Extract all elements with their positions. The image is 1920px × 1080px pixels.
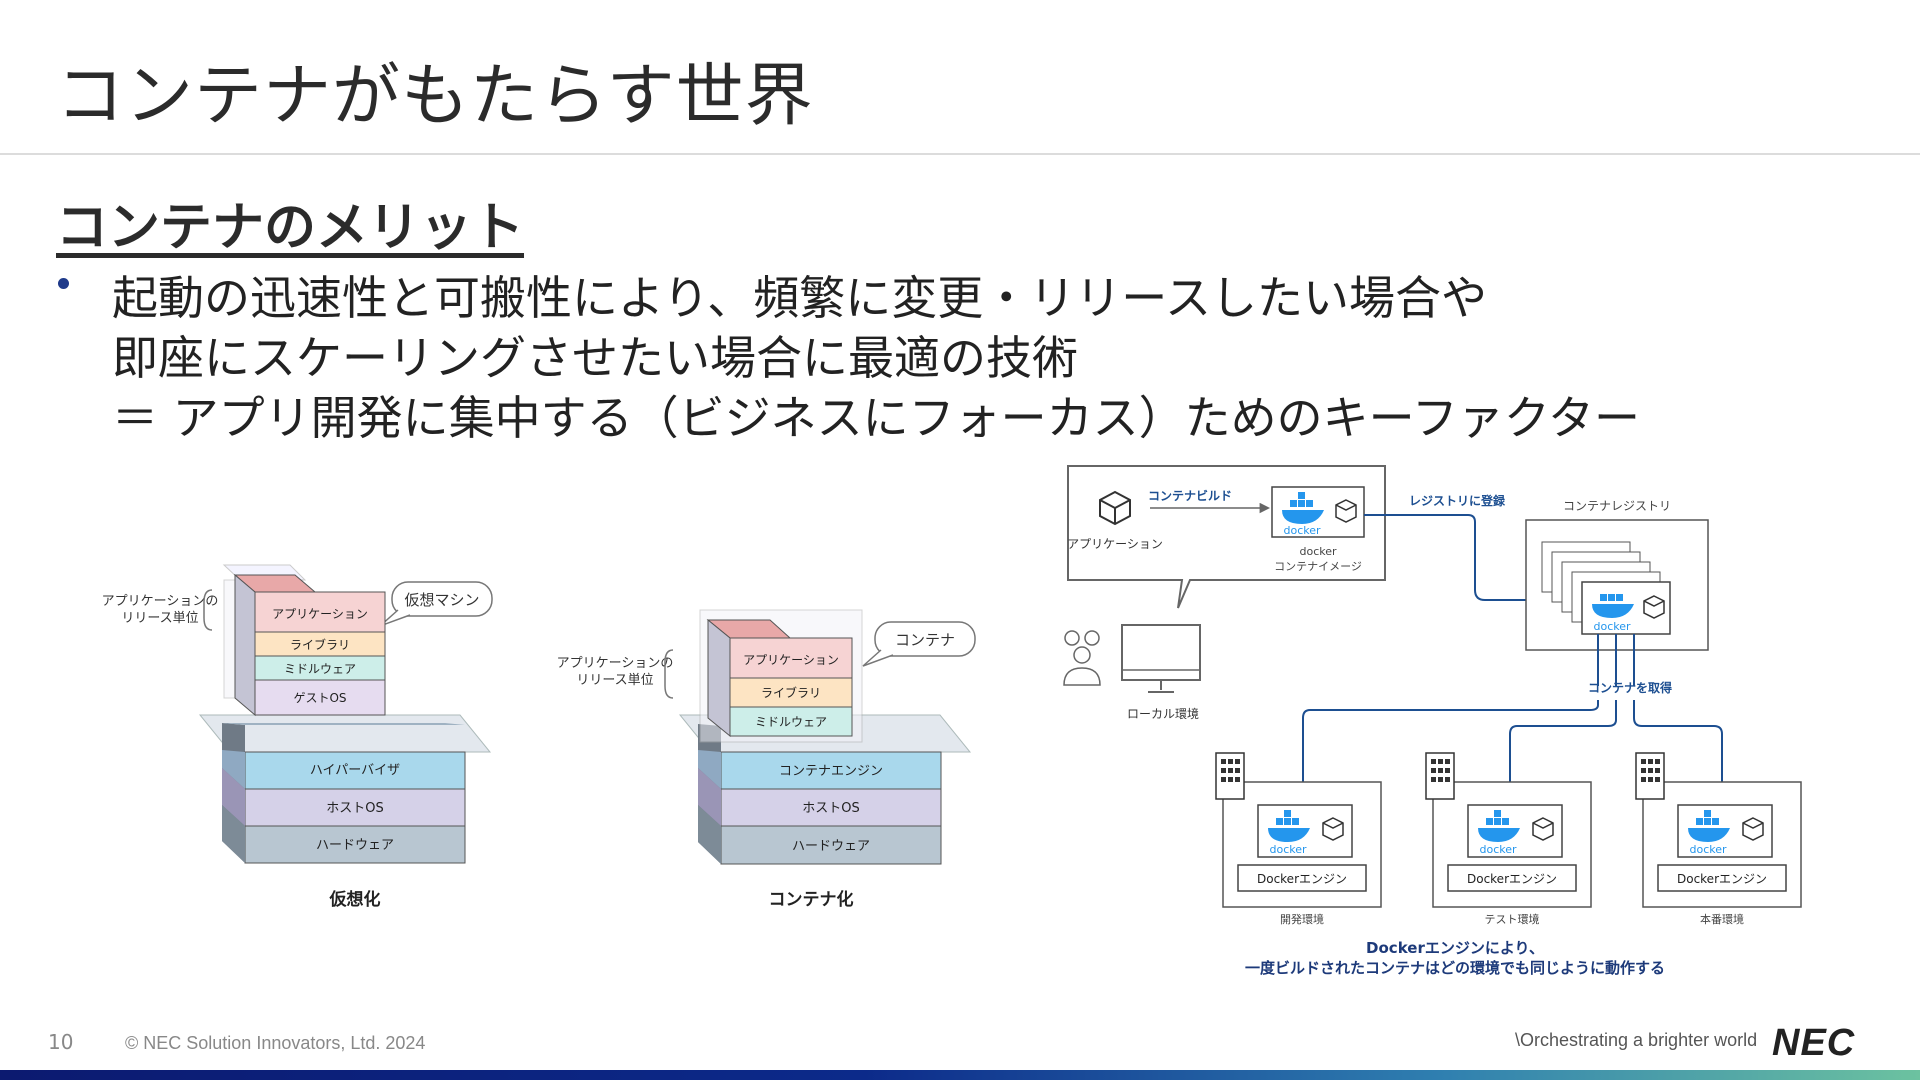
registry-docker-whale-icon <box>1592 594 1634 618</box>
vm-callout-text: 仮想マシン <box>404 591 479 609</box>
vm-mw-label: ミドルウェア <box>284 662 356 676</box>
register-arrow <box>1364 514 1580 607</box>
users-icon <box>1063 630 1101 686</box>
page-number: 10 <box>48 1030 74 1054</box>
ct-layer-lib <box>729 677 853 708</box>
vm-stack-side <box>234 573 256 717</box>
ct-callout-text: コンテナ <box>895 631 955 649</box>
pull-label: コンテナを取得 <box>1588 680 1672 695</box>
nec-logo: NEC <box>1772 1022 1856 1064</box>
ct-app-label: アプリケーション <box>743 653 839 667</box>
vm-side-hw <box>222 805 245 863</box>
docker-whale-icon <box>1282 492 1324 524</box>
vm-side-host <box>222 768 245 826</box>
local-env-label: ローカル環境 <box>1127 706 1199 721</box>
ct-bracket <box>664 649 674 699</box>
env-dev-label: 開発環境 <box>1280 912 1324 926</box>
ct-side-host <box>698 768 721 826</box>
registry-label: コンテナレジストリ <box>1563 499 1671 513</box>
ct-callout-tail <box>862 649 894 667</box>
ct-unit-label-2: リリース単位 <box>576 672 653 688</box>
bottom-gradient-bar <box>0 1070 1920 1080</box>
register-label: レジストリに登録 <box>1409 493 1506 508</box>
ct-side-hw <box>698 805 721 864</box>
ct-lib-label: ライブラリ <box>761 685 821 700</box>
brand-tagline: \Orchestrating a brighter world <box>1515 1030 1758 1050</box>
vm-app-label: アプリケーション <box>272 607 368 621</box>
ct-unit-label: アプリケーションの <box>557 656 674 671</box>
image-cube-icon <box>1335 499 1357 523</box>
monitor-icon <box>1121 624 1201 693</box>
ct-engine-label: コンテナエンジン <box>779 764 883 779</box>
ct-hostos-label: ホストOS <box>802 801 860 816</box>
vm-unit-label-2: リリース単位 <box>121 610 198 626</box>
vm-callout-bubble <box>391 581 493 617</box>
ct-side-engine <box>698 750 721 789</box>
title-divider <box>0 153 1920 155</box>
vm-hardware-label: ハードウェア <box>316 838 394 853</box>
vm-unit-label: アプリケーションの <box>102 594 219 609</box>
env-prod <box>1635 752 1802 908</box>
vm-caption: 仮想化 <box>329 889 381 910</box>
vm-layer-hardware <box>244 825 466 864</box>
vm-hostos-label: ホストOS <box>326 801 384 816</box>
env-test <box>1425 752 1592 908</box>
image-label-2: コンテナイメージ <box>1274 560 1362 573</box>
vm-layer-guest <box>254 679 386 716</box>
build-label: コンテナビルド <box>1148 488 1232 503</box>
pull-arrow-test <box>1503 700 1617 801</box>
bullet-marker <box>58 278 69 289</box>
image-label: docker <box>1299 545 1337 558</box>
vm-diagram: アプリケーションの リリース単位 仮想マシン ハイパーバイザ ホストOS ハード… <box>102 564 493 910</box>
bullet-line-3: ＝ アプリ開発に集中する（ビジネスにフォーカス）ためのキーファクター <box>112 391 1641 445</box>
slide-title: コンテナがもたらす世界 <box>56 57 814 136</box>
ct-caption: コンテナ化 <box>769 889 854 910</box>
vm-layer-mw <box>254 655 386 681</box>
docker-note-line2: 一度ビルドされたコンテナはどの環境でも同じように動作する <box>1245 959 1665 977</box>
env-test-docker-word: docker <box>1479 843 1517 856</box>
env-dev <box>1215 752 1382 908</box>
env-prod-label: 本番環境 <box>1700 912 1744 926</box>
env-prod-engine: Dockerエンジン <box>1677 872 1767 886</box>
pull-arrow-dev <box>1296 700 1599 801</box>
registry-cube-icon <box>1643 595 1665 619</box>
container-diagram: アプリケーションの リリース単位 コンテナ コンテナエンジン ホストOS ハード… <box>557 609 976 910</box>
image-docker-word: docker <box>1283 524 1321 537</box>
ct-stack-side <box>707 618 731 738</box>
env-test-engine: Dockerエンジン <box>1467 872 1557 886</box>
ct-layer-app <box>729 637 853 679</box>
bullet-line-1: 起動の迅速性と可搬性により、頻繁に変更・リリースしたい場合や <box>112 271 1487 325</box>
app-label: アプリケーション <box>1067 537 1163 551</box>
vm-layer-host-os <box>244 788 466 827</box>
env-prod-docker-word: docker <box>1689 843 1727 856</box>
docker-flow-diagram: アプリケーション コンテナビルド docker docker コンテナイメージ … <box>1063 465 1802 977</box>
vm-base-top <box>222 723 465 725</box>
ct-mw-label: ミドルウェア <box>755 715 827 729</box>
env-dev-docker-word: docker <box>1269 843 1307 856</box>
env-dev-engine: Dockerエンジン <box>1257 872 1347 886</box>
vm-side-hyper <box>222 750 245 789</box>
pull-arrow-prod <box>1633 700 1729 801</box>
vm-lib-label: ライブラリ <box>290 637 350 652</box>
ct-layer-hardware <box>720 825 942 865</box>
vm-bracket <box>203 589 213 631</box>
ct-callout-bubble <box>874 621 976 657</box>
docker-note-line1: Dockerエンジンにより、 <box>1366 939 1544 957</box>
ct-hardware-label: ハードウェア <box>792 839 870 854</box>
bullet-line-2: 即座にスケーリングさせたい場合に最適の技術 <box>112 331 1078 385</box>
vm-layer-app <box>254 591 386 633</box>
copyright: © NEC Solution Innovators, Ltd. 2024 <box>125 1033 426 1053</box>
vm-hypervisor-label: ハイパーバイザ <box>310 763 400 778</box>
vm-guest-label: ゲストOS <box>293 691 346 705</box>
env-test-label: テスト環境 <box>1485 912 1540 926</box>
registry-docker-word: docker <box>1593 620 1631 633</box>
section-heading: コンテナのメリット <box>56 198 525 258</box>
ct-layer-mw <box>729 706 853 737</box>
app-cube-icon <box>1099 490 1131 526</box>
